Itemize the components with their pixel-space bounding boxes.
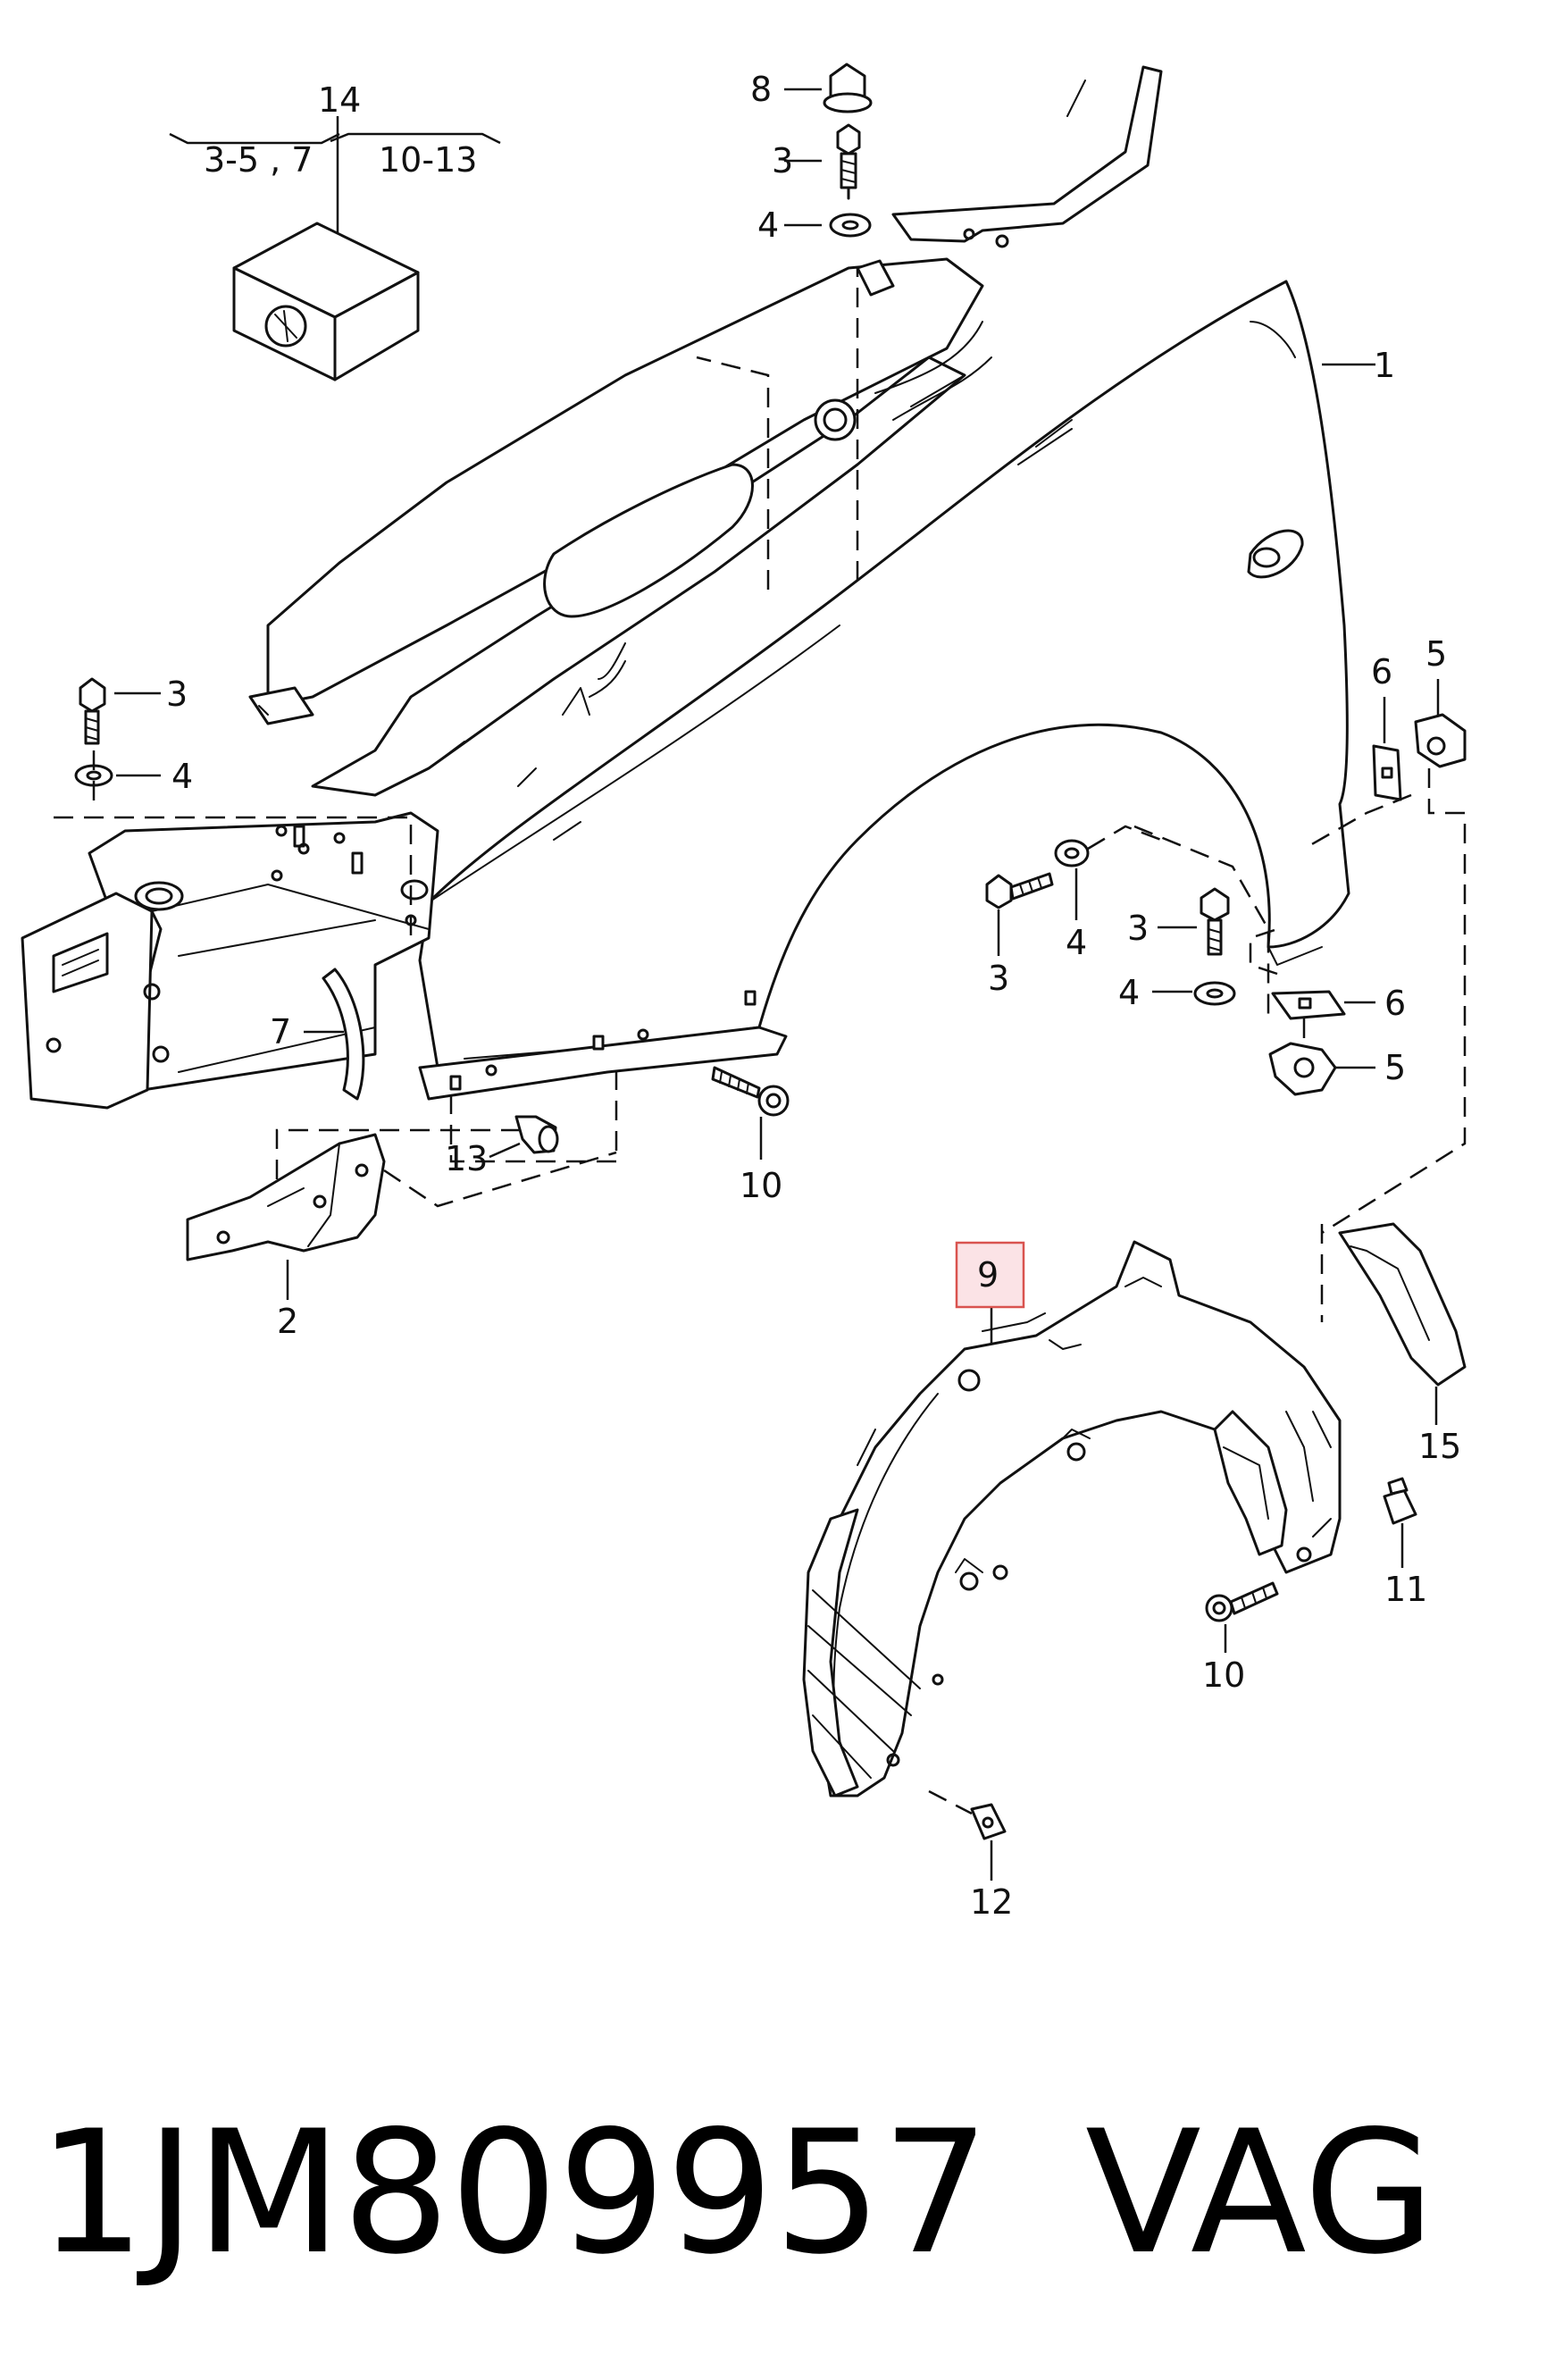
- pad-part-6-lower: [1271, 990, 1375, 1020]
- clip-part-13: [489, 1115, 559, 1159]
- nut-part-11: [1383, 1477, 1417, 1568]
- clip-part-5-lower: [1249, 927, 1375, 1096]
- callout-8: 8: [750, 70, 772, 109]
- callout-11: 11: [1384, 1570, 1427, 1609]
- callout-6-upper: 6: [1371, 652, 1392, 691]
- callout-4-top: 4: [757, 205, 779, 245]
- callout-9-highlight: [955, 1241, 1025, 1309]
- callout-10-lower: 10: [1202, 1655, 1245, 1695]
- callout-5-upper: 5: [1425, 634, 1447, 674]
- right-washer-part-4: [1054, 825, 1162, 920]
- screw-part-10-lower: [1205, 1581, 1279, 1653]
- right-bolt-part-3: [1158, 887, 1230, 956]
- inner-apron-structure: [248, 65, 1163, 841]
- screw-part-10-upper: [711, 1066, 790, 1160]
- callout-15: 15: [1418, 1427, 1461, 1466]
- pad-part-6-upper: [1372, 697, 1402, 801]
- bracket-part-2: [186, 1128, 617, 1300]
- callout-6-lower: 6: [1384, 984, 1406, 1023]
- clip-part-5-upper: [1303, 679, 1467, 1235]
- strip-part-7: [304, 968, 365, 1101]
- left-bolt-part-3: [79, 677, 161, 745]
- top-bolt-part-3: [784, 123, 861, 200]
- callout-14: 14: [318, 80, 361, 120]
- front-side-member: [21, 811, 439, 1110]
- callout-3-right-a: 3: [988, 959, 1009, 998]
- part-number: 1JM809957: [38, 2094, 990, 2292]
- brand-name: VAG: [1085, 2094, 1435, 2292]
- callout-4-right-a: 4: [1066, 923, 1087, 962]
- right-washer-part-4-b: [1152, 981, 1236, 1006]
- top-nut-part-8: [784, 63, 873, 113]
- callout-9: 9: [977, 1255, 999, 1295]
- callout-2: 2: [277, 1302, 298, 1341]
- kit-range-left: 3-5 , 7: [204, 140, 313, 180]
- callout-1: 1: [1374, 346, 1395, 385]
- callout-4-left: 4: [171, 757, 193, 796]
- sill-strip: [418, 990, 788, 1163]
- callout-3-right-b: 3: [1127, 909, 1149, 948]
- callout-10-upper: 10: [740, 1166, 782, 1205]
- wheel-housing-liner-part-9: [802, 1240, 1342, 1798]
- right-screw-part-3: [985, 825, 1270, 1018]
- callout-13: 13: [445, 1139, 488, 1178]
- callout-7: 7: [270, 1012, 291, 1052]
- callout-4-right-b: 4: [1118, 973, 1140, 1012]
- callout-12: 12: [970, 1882, 1013, 1922]
- callout-3-left: 3: [166, 675, 188, 714]
- callout-3-top: 3: [772, 141, 793, 180]
- clip-part-12: [928, 1789, 1007, 1881]
- left-washer-part-4: [74, 750, 161, 809]
- kit-box-part-14: [169, 116, 501, 381]
- bracket-part-15: [1320, 1222, 1467, 1425]
- kit-range-right: 10-13: [379, 140, 477, 180]
- top-washer-part-4: [784, 213, 872, 238]
- fender-panel-part-1: [418, 280, 1375, 1069]
- callout-5-lower: 5: [1384, 1048, 1406, 1087]
